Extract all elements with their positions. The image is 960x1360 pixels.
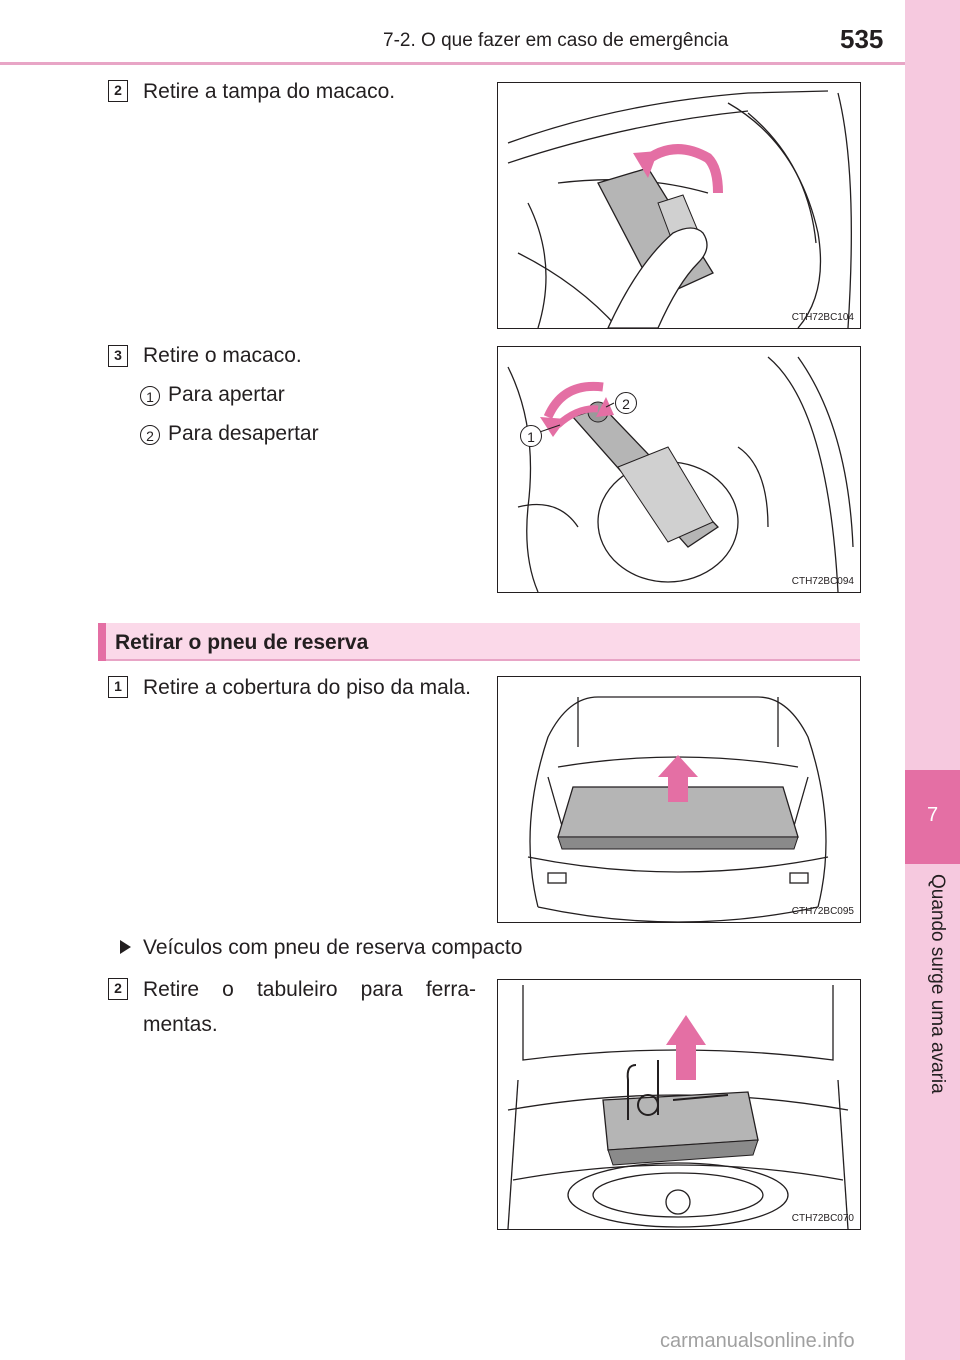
figure-trunk-floor: CTH72BC095 [497,676,861,923]
subitem-text: Para desapertar [168,422,319,445]
figure-code: CTH72BC095 [791,906,854,917]
header-section-title: 7-2. O que fazer em caso de emergência [383,30,729,51]
step-badge: 2 [108,978,128,1000]
subitem-number: 2 [140,425,160,445]
chapter-tab-active[interactable] [905,770,960,864]
tool-tray-illustration [507,985,849,1229]
step-text: Retire a tampa do macaco. [143,80,396,103]
section-heading-title: Retirar o pneu de reserva [115,631,369,654]
section-heading-accent [98,623,106,661]
subitem-number: 1 [140,386,160,406]
figure-callout-1: 1 [520,425,542,447]
figure-jack-cover: CTH72BC104 [497,82,861,329]
step-text: Retire a cobertura do piso da mala. [143,676,472,699]
bullet-text: Veículos com pneu de reserva compacto [143,936,523,959]
figure-jack-removal: 1 2 CTH72BC094 [497,346,861,593]
header-divider [0,62,905,65]
chapter-title: Quando surge uma avaria [927,874,948,1094]
step-text: Retire o tabuleiro para ferra-mentas. [143,978,476,1036]
subitem-text: Para apertar [168,383,285,406]
page-number: 535 [840,24,884,54]
trunk-floor-illustration [527,696,829,922]
figure-callout-2: 2 [615,392,637,414]
figure-code: CTH72BC104 [791,312,854,323]
chapter-number: 7 [926,804,939,826]
step-badge: 2 [108,80,128,102]
section-heading-bar [98,623,860,661]
watermark: carmanualsonline.info [660,1330,855,1352]
jack-removal-illustration [507,356,854,592]
step-badge: 1 [108,676,128,698]
chapter-tab-strip [905,0,960,1360]
figure-code: CTH72BC070 [791,1213,854,1224]
figure-tool-tray: CTH72BC070 [497,979,861,1230]
triangle-bullet-icon [120,940,131,954]
jack-cover-illustration [507,90,852,328]
figure-code: CTH72BC094 [791,576,854,587]
step-badge: 3 [108,345,128,367]
step-text: Retire o macaco. [143,344,302,367]
